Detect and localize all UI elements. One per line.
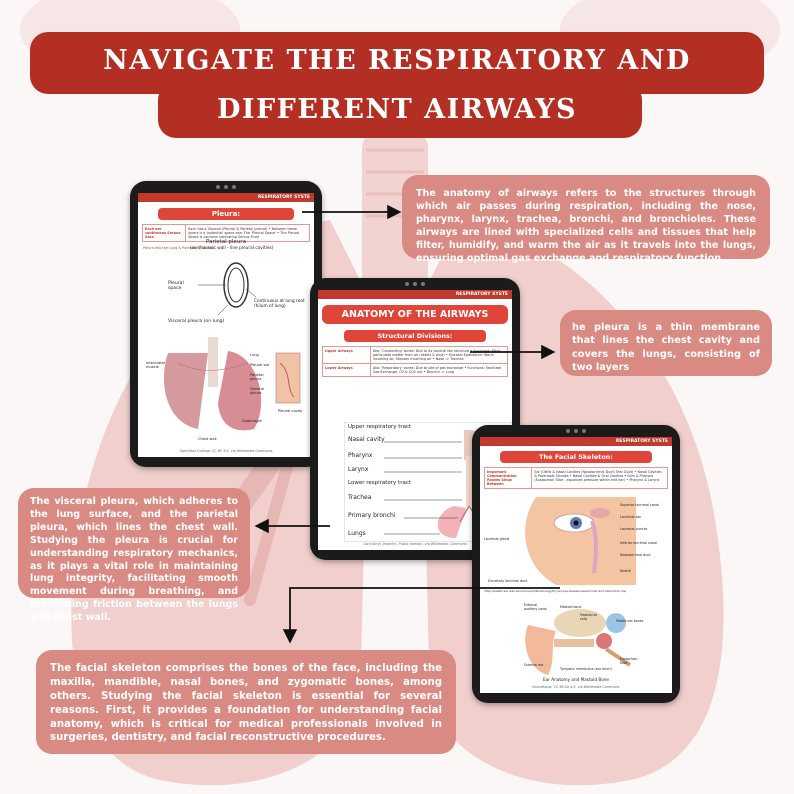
label-middle-ear-bones: Middle ear bones xyxy=(616,619,644,623)
label-pleural-cavity: Pleural cavity xyxy=(278,409,303,413)
system-header: RESPIRATORY SYSTE xyxy=(318,290,512,299)
label-lower-tract: Lower respiratory tract xyxy=(348,480,412,486)
label-lungs: Lungs xyxy=(348,530,366,537)
page-title-line2: DIFFERENT AIRWAYS xyxy=(216,94,578,125)
label-nostril: Nostril xyxy=(620,569,631,573)
label-larynx: Larynx xyxy=(348,466,369,473)
table-row: Upper Airways Aka: 'Conducting' zones: D… xyxy=(323,347,507,364)
facial-table: Important Communication Routes Sinus Bet… xyxy=(484,467,668,489)
lacrimal-system-illustration xyxy=(525,497,636,585)
visceral-pleura-info-box: The visceral pleura, which adheres to th… xyxy=(18,488,250,623)
label-trachea: Trachea xyxy=(348,494,372,501)
label-parietal-pleura: Parietal pleura xyxy=(206,239,246,245)
label-primary-bronchi: Primary bronchi xyxy=(348,512,396,519)
label-superior-canal: Superior lacrimal canal xyxy=(620,503,660,507)
label-parietal-sub: (on thoracic wall - line pleural cavitie… xyxy=(190,246,274,251)
label-pharynx: Pharynx xyxy=(348,452,373,459)
label-lacrimal-gland: Lacrimal gland xyxy=(484,537,510,541)
pleura-caption: OpenStax College, CC BY 3.0, via Wikimed… xyxy=(179,449,273,453)
system-header: RESPIRATORY SYSTE xyxy=(138,193,314,202)
label-parietal-pleura-2: Parietal pleura xyxy=(250,373,264,381)
pleura-heading: Pleura: xyxy=(158,208,294,220)
label-diaphragm: Diaphragm xyxy=(242,419,262,423)
airways-info-box: The anatomy of airways refers to the str… xyxy=(402,175,770,264)
tablet-pleura-screen: RESPIRATORY SYSTE Pleura: Each are conti… xyxy=(138,193,314,457)
label-excretory-duct: Excretory lacrimal duct xyxy=(488,579,528,583)
page-title-line1: NAVIGATE THE RESPIRATORY AND xyxy=(103,45,691,76)
label-lacrimal-puncta: Lacrimal puncta xyxy=(620,527,648,531)
pleura-ring-diagram xyxy=(198,262,257,316)
label-nasal-cavity: Nasal cavity xyxy=(348,436,385,443)
label-inferior-canal: Inferior lacrimal canal xyxy=(620,541,658,545)
pleura-note: Pleura Into the Lung & Pulmonary Cavitie… xyxy=(143,246,215,250)
label-eustachian-tube: Eustachian tube xyxy=(620,657,638,665)
label-mastoid-bone: Mastoid bone xyxy=(560,605,582,609)
label-tympanic-membrane: Tympanic membrane (ear drum) xyxy=(560,667,612,671)
label-external-ear: External ear xyxy=(524,663,544,667)
facial-caption: BruceBlaus, CC BY-SA 4.0, via Wikimedia … xyxy=(532,685,620,689)
tablet-facial: RESPIRATORY SYSTE The Facial Skeleton: I… xyxy=(472,425,680,703)
tablet-pleura: RESPIRATORY SYSTE Pleura: Each are conti… xyxy=(130,181,322,467)
label-pleural-space: Pleural space xyxy=(168,281,184,291)
pleura-info-box: he pleura is a thin membrane that lines … xyxy=(560,310,772,376)
facial-skeleton-heading: The Facial Skeleton: xyxy=(500,451,652,463)
table-row: Each are continuous Serous Sacs Each has… xyxy=(145,225,300,241)
label-lung: Lung xyxy=(250,353,259,357)
airways-caption: Lord Akryl, Jmarchn, Public domain, via … xyxy=(363,542,467,546)
source-url: https://healthcare.utah.edu/moran/ophtha… xyxy=(484,589,627,593)
label-continuous: Continuous at lung root (hilum of lung) xyxy=(254,299,305,309)
table-row: Important Communication Routes Sinus Bet… xyxy=(487,468,662,488)
tablet-facial-screen: RESPIRATORY SYSTE The Facial Skeleton: I… xyxy=(480,437,672,693)
airways-title: ANATOMY OF THE AIRWAYS xyxy=(322,305,508,324)
label-visceral-pleura-2: Visceral pleura xyxy=(250,387,265,395)
structural-divisions-heading: Structural Divisions: xyxy=(344,330,486,342)
label-nasolacrimal-duct: Nasolacrimal duct xyxy=(620,553,651,557)
table-row: Lower Airways Aka: 'Respiratory' zones: … xyxy=(325,364,502,376)
camera-dots xyxy=(405,282,425,286)
label-visceral-pleura: Visceral pleura (on lung) xyxy=(168,319,225,324)
label-intercostal: Intercostal muscle xyxy=(146,361,166,369)
label-pleural-sac: Pleural sac xyxy=(250,363,270,367)
system-header: RESPIRATORY SYSTE xyxy=(480,437,672,446)
pleura-table: Each are continuous Serous Sacs Each has… xyxy=(142,224,310,242)
label-mastoid-air-cells: Mastoid air cells xyxy=(580,613,598,621)
label-external-canal: External auditory canal xyxy=(524,603,547,611)
facial-skeleton-info-box: The facial skeleton comprises the bones … xyxy=(36,650,456,754)
lung-pleura-illustration xyxy=(163,337,301,431)
camera-dots xyxy=(216,185,236,189)
label-upper-tract: Upper respiratory tract xyxy=(348,424,412,430)
title-banner-bottom xyxy=(158,82,642,138)
camera-dots xyxy=(566,429,586,433)
label-lacrimal-sac: Lacrimal sac xyxy=(620,515,642,519)
label-chest-wall: Chest wall xyxy=(198,437,217,441)
ear-anatomy-title: Ear Anatomy and Mastoid Bone xyxy=(542,677,610,682)
airways-table: Upper Airways Aka: 'Conducting' zones: D… xyxy=(322,346,508,377)
